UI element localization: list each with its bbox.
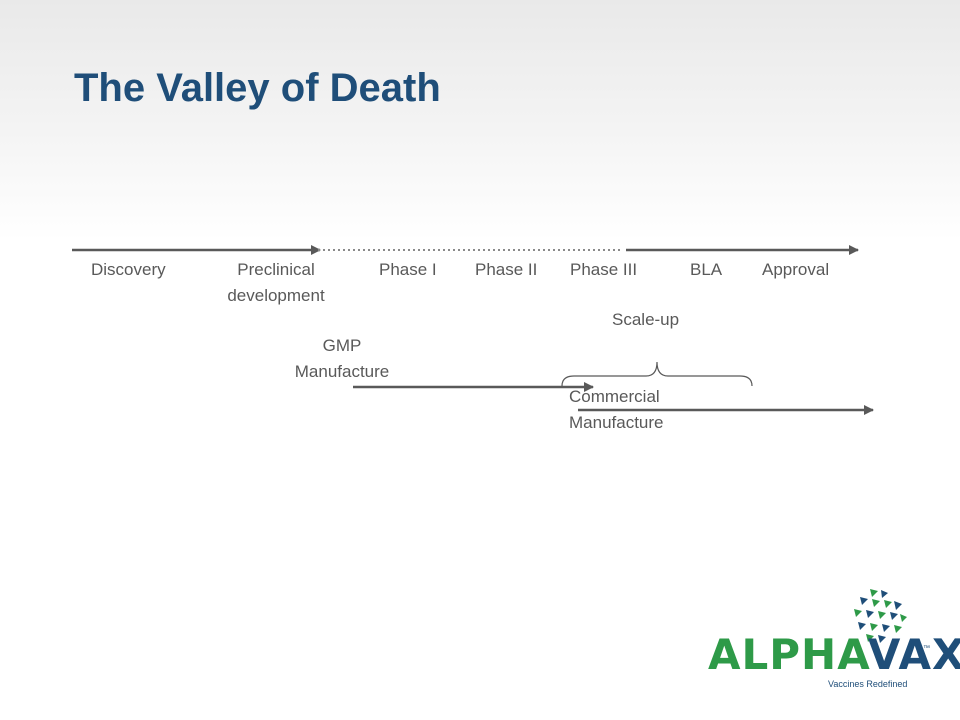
gmp-manufacture-label: GMP Manufacture bbox=[272, 333, 412, 385]
logo-wordmark: ALPHAVAX bbox=[708, 633, 960, 677]
gmp-manufacture-line2: Manufacture bbox=[294, 362, 390, 381]
stage-preclinical-line1: Preclinical bbox=[237, 260, 315, 279]
stage-phase-3: Phase III bbox=[570, 260, 638, 279]
commercial-manufacture-line1: Commercial bbox=[569, 387, 660, 406]
stage-phase-1: Phase I bbox=[379, 260, 437, 279]
logo-wordmark-part1: ALPHA bbox=[708, 630, 868, 679]
logo-trademark: ™ bbox=[923, 645, 930, 652]
alphavax-logo: ALPHAVAX ™ Vaccines Redefined bbox=[700, 585, 960, 695]
logo-wordmark-part2: VAX bbox=[867, 630, 960, 679]
logo-mark-icon bbox=[854, 589, 907, 643]
stage-bla: BLA bbox=[690, 260, 723, 279]
commercial-manufacture-label: Commercial Manufacture bbox=[569, 384, 664, 436]
scale-up-brace bbox=[561, 361, 753, 387]
scale-up-label: Scale-up bbox=[612, 310, 680, 329]
stage-discovery: Discovery bbox=[91, 260, 166, 279]
stage-approval: Approval bbox=[762, 260, 830, 279]
logo-tagline: Vaccines Redefined bbox=[828, 679, 908, 689]
stage-preclinical-line2: development bbox=[227, 286, 325, 305]
stage-phase-2: Phase II bbox=[475, 260, 538, 279]
gmp-manufacture-line1: GMP bbox=[322, 336, 362, 355]
stage-preclinical: Preclinical development bbox=[206, 257, 346, 309]
slide-title: The Valley of Death bbox=[74, 66, 441, 110]
commercial-manufacture-line2: Manufacture bbox=[569, 413, 664, 432]
